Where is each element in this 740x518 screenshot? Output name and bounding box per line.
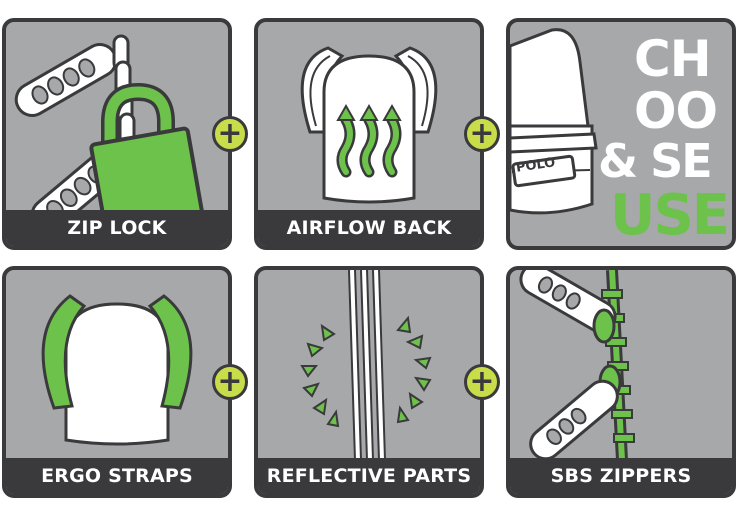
padlock-zipper-icon (14, 34, 204, 234)
plus-icon: + (212, 364, 248, 400)
tile-ergo-straps: ERGO STRAPS (2, 266, 232, 498)
plus-icon: + (464, 116, 500, 152)
plus-icon: + (464, 364, 500, 400)
tile-label: ERGO STRAPS (6, 458, 228, 494)
sbs-zippers-icon (519, 270, 635, 461)
tile-label: SBS ZIPPERS (510, 458, 732, 494)
choose-line-3: & SE (598, 134, 713, 188)
tile-label: REFLECTIVE PARTS (258, 458, 480, 494)
airflow-back-icon (300, 46, 438, 204)
tile-sbs-zippers: SBS ZIPPERS (506, 266, 736, 498)
plus-icon: + (212, 116, 248, 152)
tile-label: ZIP LOCK (6, 210, 228, 246)
tile-choose-use: POLO CH OO & SE USE (506, 18, 736, 250)
tile-airflow-back: AIRFLOW BACK (254, 18, 484, 250)
choose-use-icon (510, 28, 598, 215)
tile-label: AIRFLOW BACK (258, 210, 480, 246)
ergo-straps-icon (41, 294, 193, 446)
tile-reflective-parts: REFLECTIVE PARTS (254, 266, 484, 498)
reflective-parts-icon (300, 270, 432, 461)
choose-line-2: OO (634, 82, 718, 140)
choose-line-4: USE (610, 183, 730, 248)
choose-line-1: CH (634, 30, 712, 88)
tile-zip-lock: ZIP LOCK (2, 18, 232, 250)
